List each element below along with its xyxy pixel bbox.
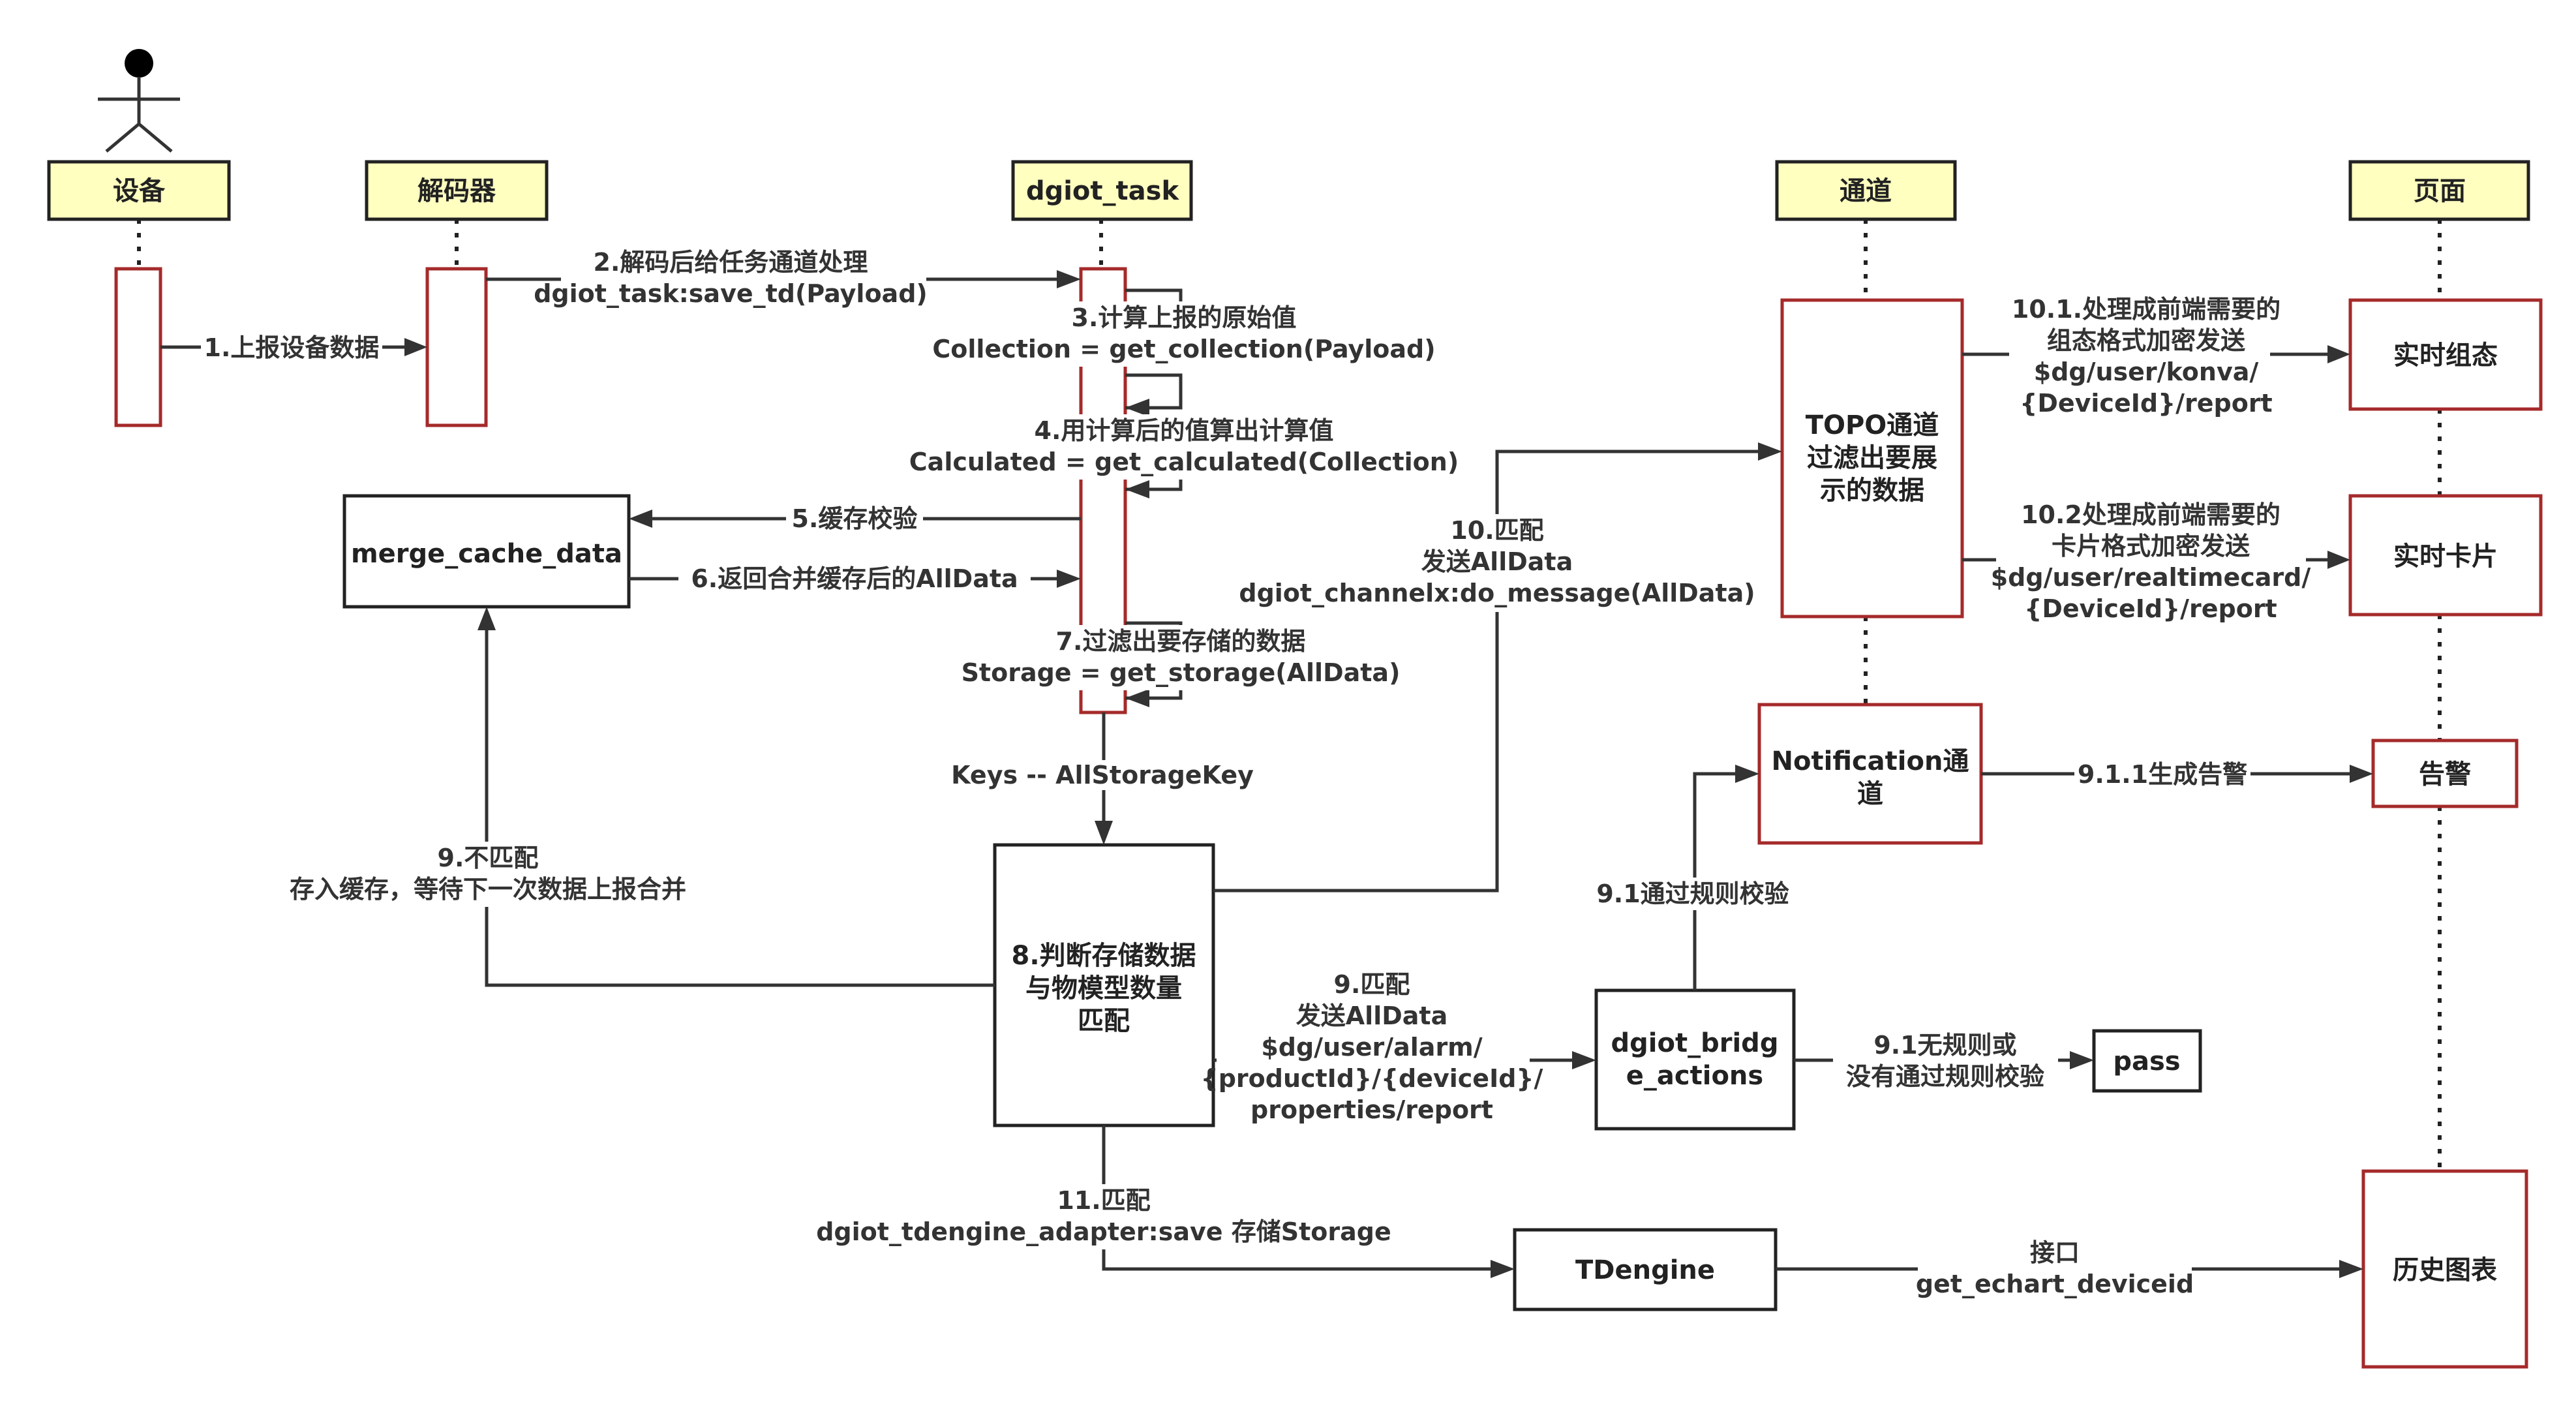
svg-text:示的数据: 示的数据 <box>1820 476 1924 506</box>
activation-decoder <box>425 267 488 427</box>
svg-text:1.上报设备数据: 1.上报设备数据 <box>204 333 380 362</box>
pass-box: pass <box>2092 1029 2202 1093</box>
svg-text:2.解码后给任务通道处理: 2.解码后给任务通道处理 <box>594 248 868 277</box>
svg-text:pass: pass <box>2113 1047 2180 1077</box>
svg-text:3.计算上报的原始值: 3.计算上报的原始值 <box>1072 303 1297 332</box>
svg-text:页面: 页面 <box>2414 176 2466 206</box>
svg-text:4.用计算后的值算出计算值: 4.用计算后的值算出计算值 <box>1035 416 1334 445</box>
svg-text:发送AllData: 发送AllData <box>1421 547 1573 576</box>
svg-text:解码器: 解码器 <box>417 176 496 206</box>
svg-text:get_echart_deviceid: get_echart_deviceid <box>1916 1270 2194 1298</box>
notification-channel-box: Notification通 道 <box>1757 703 1983 845</box>
activation-device <box>114 267 162 427</box>
lifelines <box>137 219 2442 1168</box>
svg-text:存入缓存，等待下一次数据上报合并: 存入缓存，等待下一次数据上报合并 <box>290 875 686 904</box>
lifeline-header-task: dgiot_task <box>1011 160 1193 221</box>
realtime-card-box: 实时卡片 <box>2348 494 2543 617</box>
svg-text:Collection = get_collection(Pa: Collection = get_collection(Payload) <box>932 335 1435 363</box>
tdengine-box: TDengine <box>1513 1228 1778 1311</box>
svg-text:Storage = get_storage(AllData): Storage = get_storage(AllData) <box>962 658 1401 687</box>
svg-text:接口: 接口 <box>2030 1238 2080 1267</box>
svg-text:10.2处理成前端需要的: 10.2处理成前端需要的 <box>2021 500 2281 529</box>
svg-text:9.1通过规则校验: 9.1通过规则校验 <box>1596 879 1789 908</box>
actor-icon <box>98 49 180 153</box>
topo-channel-box: TOPO通道 过滤出要展 示的数据 <box>1780 298 1964 619</box>
svg-text:$dg/user/konva/: $dg/user/konva/ <box>2034 358 2259 386</box>
history-chart-box: 历史图表 <box>2361 1169 2528 1369</box>
svg-text:Keys -- AllStorageKey: Keys -- AllStorageKey <box>951 761 1254 789</box>
svg-text:5.缓存校验: 5.缓存校验 <box>792 504 918 533</box>
svg-text:$dg/user/alarm/: $dg/user/alarm/ <box>1261 1033 1482 1062</box>
merge-cache-data-box: merge_cache_data <box>342 494 631 609</box>
svg-text:9.匹配: 9.匹配 <box>1334 970 1410 999</box>
message-labels: 1.上报设备数据 2.解码后给任务通道处理 dgiot_task:save_td… <box>201 243 2311 1304</box>
svg-text:8.判断存储数据: 8.判断存储数据 <box>1011 941 1196 971</box>
lifeline-header-page: 页面 <box>2348 160 2530 221</box>
svg-text:实时卡片: 实时卡片 <box>2393 542 2498 572</box>
svg-text:9.1无规则或: 9.1无规则或 <box>1873 1031 2016 1060</box>
svg-text:过滤出要展: 过滤出要展 <box>1807 443 1937 473</box>
svg-text:告警: 告警 <box>2419 759 2471 789</box>
svg-text:properties/report: properties/report <box>1250 1095 1493 1124</box>
svg-text:$dg/user/realtimecard/: $dg/user/realtimecard/ <box>1991 563 2311 592</box>
svg-text:TOPO通道: TOPO通道 <box>1806 410 1939 440</box>
svg-text:与物模型数量: 与物模型数量 <box>1025 973 1182 1003</box>
bridge-actions-box: dgiot_bridg e_actions <box>1594 988 1796 1131</box>
realtime-topo-box: 实时组态 <box>2348 298 2543 411</box>
lifeline-header-decoder: 解码器 <box>365 160 549 221</box>
svg-text:道: 道 <box>1857 779 1883 809</box>
svg-text:dgiot_task: dgiot_task <box>1026 176 1180 206</box>
svg-text:7.过滤出要存储的数据: 7.过滤出要存储的数据 <box>1056 627 1306 656</box>
svg-text:10.1.处理成前端需要的: 10.1.处理成前端需要的 <box>2012 295 2281 324</box>
svg-text:TDengine: TDengine <box>1575 1255 1715 1285</box>
svg-text:实时组态: 实时组态 <box>2393 341 2498 371</box>
svg-text:dgiot_task:save_td(Payload): dgiot_task:save_td(Payload) <box>534 279 928 308</box>
svg-text:卡片格式加密发送: 卡片格式加密发送 <box>2052 532 2250 560</box>
svg-text:11.匹配: 11.匹配 <box>1057 1186 1150 1215</box>
lifeline-header-channel: 通道 <box>1775 160 1957 221</box>
alarm-box: 告警 <box>2371 739 2519 808</box>
svg-text:dgiot_tdengine_adapter:save 存储: dgiot_tdengine_adapter:save 存储Storage <box>816 1217 1391 1246</box>
svg-text:{DeviceId}/report: {DeviceId}/report <box>2024 594 2277 623</box>
svg-text:10.匹配: 10.匹配 <box>1450 516 1543 545</box>
svg-text:发送AllData: 发送AllData <box>1296 1001 1447 1030</box>
svg-text:没有通过规则校验: 没有通过规则校验 <box>1846 1062 2044 1091</box>
svg-text:merge_cache_data: merge_cache_data <box>351 539 622 569</box>
svg-text:e_actions: e_actions <box>1626 1061 1763 1091</box>
svg-text:Calculated = get_calculated(Co: Calculated = get_calculated(Collection) <box>909 448 1459 476</box>
svg-text:dgiot_bridg: dgiot_bridg <box>1611 1028 1779 1058</box>
svg-text:9.不匹配: 9.不匹配 <box>438 844 539 872</box>
judge-storage-box: 8.判断存储数据 与物模型数量 匹配 <box>993 843 1215 1127</box>
svg-text:{DeviceId}/report: {DeviceId}/report <box>2020 389 2272 418</box>
svg-text:9.1.1生成告警: 9.1.1生成告警 <box>2078 760 2247 789</box>
svg-text:Notification通: Notification通 <box>1772 746 1969 776</box>
lifeline-header-device: 设备 <box>47 160 231 221</box>
svg-text:{productId}/{deviceId}/: {productId}/{deviceId}/ <box>1201 1064 1543 1093</box>
svg-text:通道: 通道 <box>1840 176 1892 206</box>
svg-text:设备: 设备 <box>113 176 166 206</box>
svg-text:dgiot_channelx:do_message(AllD: dgiot_channelx:do_message(AllData) <box>1239 579 1755 607</box>
svg-text:匹配: 匹配 <box>1078 1006 1130 1036</box>
svg-text:6.返回合并缓存后的AllData: 6.返回合并缓存后的AllData <box>691 564 1018 593</box>
svg-text:历史图表: 历史图表 <box>2393 1255 2497 1285</box>
svg-text:组态格式加密发送: 组态格式加密发送 <box>2047 326 2245 355</box>
